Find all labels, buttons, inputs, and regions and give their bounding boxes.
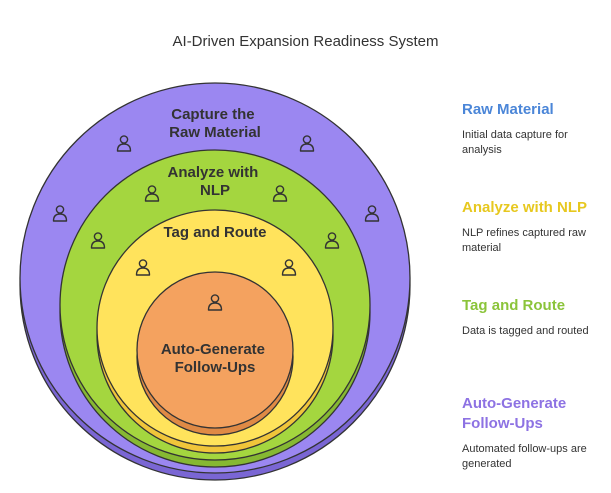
person-icon: [299, 135, 315, 152]
person-icon: [207, 294, 223, 311]
legend-heading: Raw Material: [462, 101, 554, 118]
person-icon: [90, 232, 106, 249]
legend-analyze: Analyze with NLP NLP refines captured ra…: [462, 198, 607, 256]
person-icon: [272, 185, 288, 202]
person-icon: [135, 259, 151, 276]
person-icon: [324, 232, 340, 249]
legend-heading: Auto-Generate Follow-Ups: [462, 395, 567, 432]
person-icon: [281, 259, 297, 276]
legend-raw-material: Raw Material Initial data capture for an…: [462, 100, 607, 158]
capture-label: Capture the Raw Material: [169, 106, 261, 141]
legend-followups: Auto-Generate Follow-Ups Automated follo…: [462, 394, 607, 472]
legend-desc: NLP refines captured raw material: [462, 227, 586, 254]
legend-desc: Data is tagged and routed: [462, 325, 589, 337]
person-icon: [144, 185, 160, 202]
person-icon: [364, 205, 380, 222]
person-icon: [52, 205, 68, 222]
diagram-title: AI-Driven Expansion Readiness System: [172, 33, 439, 50]
legend-desc: Automated follow-ups are generated: [462, 443, 587, 470]
tag-route-label: Tag and Route: [163, 224, 266, 241]
analyze-label: Analyze with NLP: [167, 164, 262, 199]
followup-label: Auto-Generate Follow-Ups: [161, 341, 269, 376]
legend-tag-route: Tag and Route Data is tagged and routed: [462, 296, 607, 339]
person-icon: [116, 135, 132, 152]
person-icons: [52, 135, 380, 311]
followups-core: [136, 271, 294, 436]
legend-heading: Analyze with NLP: [462, 199, 588, 216]
legend-heading: Tag and Route: [462, 297, 566, 314]
legend-desc: Initial data capture for analysis: [462, 129, 568, 156]
